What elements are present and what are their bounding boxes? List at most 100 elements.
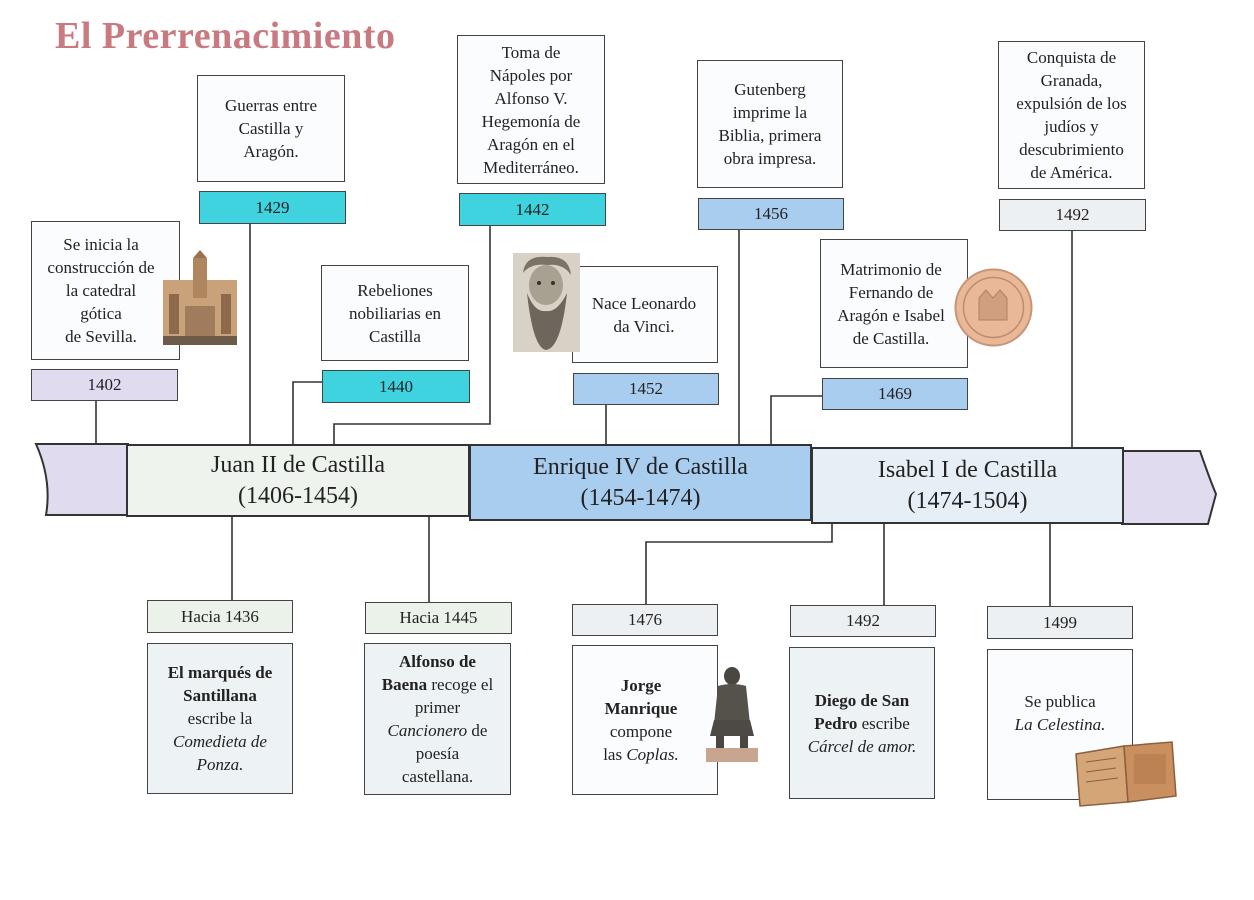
event-1499-italic: La Celestina. [1014,715,1106,734]
event-1456-line: Biblia, primera [718,126,822,145]
date-hacia-1436: Hacia 1436 [147,600,293,633]
date-1469: 1469 [822,378,968,410]
event-1436-italic: Comedieta de [173,732,267,751]
event-1442-line: Alfonso V. [494,88,568,108]
timeline-right-cap [1121,450,1218,525]
event-1436-italic: Ponza. [196,755,244,774]
date-1476: 1476 [572,604,718,636]
event-1492-line: Conquista de [1026,48,1117,67]
event-1492-line: de América. [1030,163,1113,182]
event-1402-line: la catedral [65,281,137,300]
event-1402-box: Se inicia la construcción de la catedral… [31,221,180,360]
event-1442-line: Hegemonía de [481,111,581,131]
coin-image [954,268,1033,347]
reign-juan-ii: Juan II de Castilla (1406-1454) [126,444,470,517]
event-1476-italic: Coplas. [626,745,679,764]
statue-image [706,667,758,762]
event-1456-box: Gutenberg imprime la Biblia, primera obr… [697,60,843,188]
event-1442-line: Toma de [501,42,561,62]
event-1476-bold: Jorge [620,676,662,695]
timeline-left-cap [34,443,129,516]
event-1440-line: Castilla [369,326,421,346]
date-1402: 1402 [31,369,178,401]
book-image [1075,741,1177,807]
event-1436-bold: Santillana [183,686,257,705]
reign-enrique-iv: Enrique IV de Castilla (1454-1474) [469,444,812,521]
date-1492-bottom: 1492 [790,605,936,637]
date-1429: 1429 [199,191,346,224]
date-1442: 1442 [459,193,606,226]
event-1492b-text: escribe [861,713,910,733]
event-1402-line: Se inicia la [63,235,139,254]
event-1476-bold: Manrique [604,699,678,718]
reign-juan-ii-name: Juan II de Castilla [211,451,385,478]
event-1452-line: Nace Leonardo [591,293,697,313]
cathedral-image [163,250,237,345]
reign-isabel-i: Isabel I de Castilla (1474-1504) [811,447,1124,524]
event-1452-line: da Vinci. [613,316,675,336]
event-1469-line: de Castilla. [852,328,930,348]
event-1402-line: construcción de [47,258,155,277]
event-1499-text: Se publica [1024,692,1096,711]
event-1440-line: Rebeliones [357,280,433,300]
event-1445-text: de [471,721,488,740]
event-1445-text: castellana. [401,767,474,786]
event-1442-line: Mediterráneo. [483,157,579,177]
date-1456: 1456 [698,198,844,230]
event-1469-line: Fernando de [848,282,934,302]
event-1445-text: primer [414,698,461,717]
event-1436-text: escribe la [187,709,253,728]
event-1492b-italic: Cárcel de amor. [807,736,917,756]
event-1445-italic: Cancionero [387,721,468,740]
event-1402-line: de Sevilla. [65,327,137,346]
reign-isabel-i-name: Isabel I de Castilla [877,456,1058,483]
event-1456-line: obra impresa. [723,149,817,168]
event-1436-bold: El marqués de [167,663,273,682]
event-1452-box: Nace Leonardo da Vinci. [572,266,718,363]
event-1492-line: expulsión de los [1016,94,1127,113]
date-1452: 1452 [573,373,719,405]
event-1436-box: El marqués de Santillana escribe la Come… [147,643,293,794]
event-1440-line: nobiliarias en [348,303,442,323]
event-1492-box: Conquista de Granada, expulsión de los j… [998,41,1145,189]
event-1469-box: Matrimonio de Fernando de Aragón e Isabe… [820,239,968,368]
event-1492-line: judíos y [1044,117,1099,136]
date-1499: 1499 [987,606,1133,639]
event-1476-box: Jorge Manrique compone las Coplas. [572,645,718,795]
event-1492-line: Granada, [1040,71,1103,90]
reign-enrique-iv-years: (1454-1474) [580,484,701,511]
event-1429-line: Aragón. [243,142,299,161]
event-1402-line: gótica [80,304,122,323]
event-1442-line: Nápoles por [489,65,573,85]
event-1429-line: Castilla y [238,119,304,138]
event-1476-text: compone [609,722,673,741]
event-1492-line: descubrimiento [1019,140,1124,159]
event-1440-box: Rebeliones nobiliarias en Castilla [321,265,469,361]
event-1445-text: poesía [415,744,460,763]
date-1440: 1440 [322,370,470,403]
event-1492b-bold: Pedro [814,713,858,733]
event-1445-box: Alfonso de Baena recoge el primer Cancio… [364,643,511,795]
date-hacia-1445: Hacia 1445 [365,602,512,634]
event-1429-line: Guerras entre [224,96,318,115]
date-1492-top: 1492 [999,199,1146,231]
event-1469-line: Matrimonio de [840,259,942,279]
reign-juan-ii-years: (1406-1454) [238,482,358,509]
event-1476-text: las [603,745,623,764]
event-1456-line: imprime la [732,103,808,122]
event-1492b-bold: Diego de San [814,690,910,710]
event-1469-line: Aragón e Isabel [837,305,945,325]
event-1445-bold: Baena [381,675,428,694]
event-1456-line: Gutenberg [734,80,806,99]
page-title: El Prerrenacimiento [55,15,396,57]
event-1429-box: Guerras entre Castilla y Aragón. [197,75,345,182]
event-1442-box: Toma de Nápoles por Alfonso V. Hegemonía… [457,35,605,184]
leonardo-portrait-image [513,253,580,352]
reign-isabel-i-years: (1474-1504) [907,487,1028,514]
event-1445-text: recoge el [431,675,494,694]
event-1492b-box: Diego de San Pedro escribe Cárcel de amo… [789,647,935,799]
reign-enrique-iv-name: Enrique IV de Castilla [533,453,748,480]
event-1442-line: Aragón en el [487,134,575,154]
event-1445-bold: Alfonso de [399,652,476,671]
